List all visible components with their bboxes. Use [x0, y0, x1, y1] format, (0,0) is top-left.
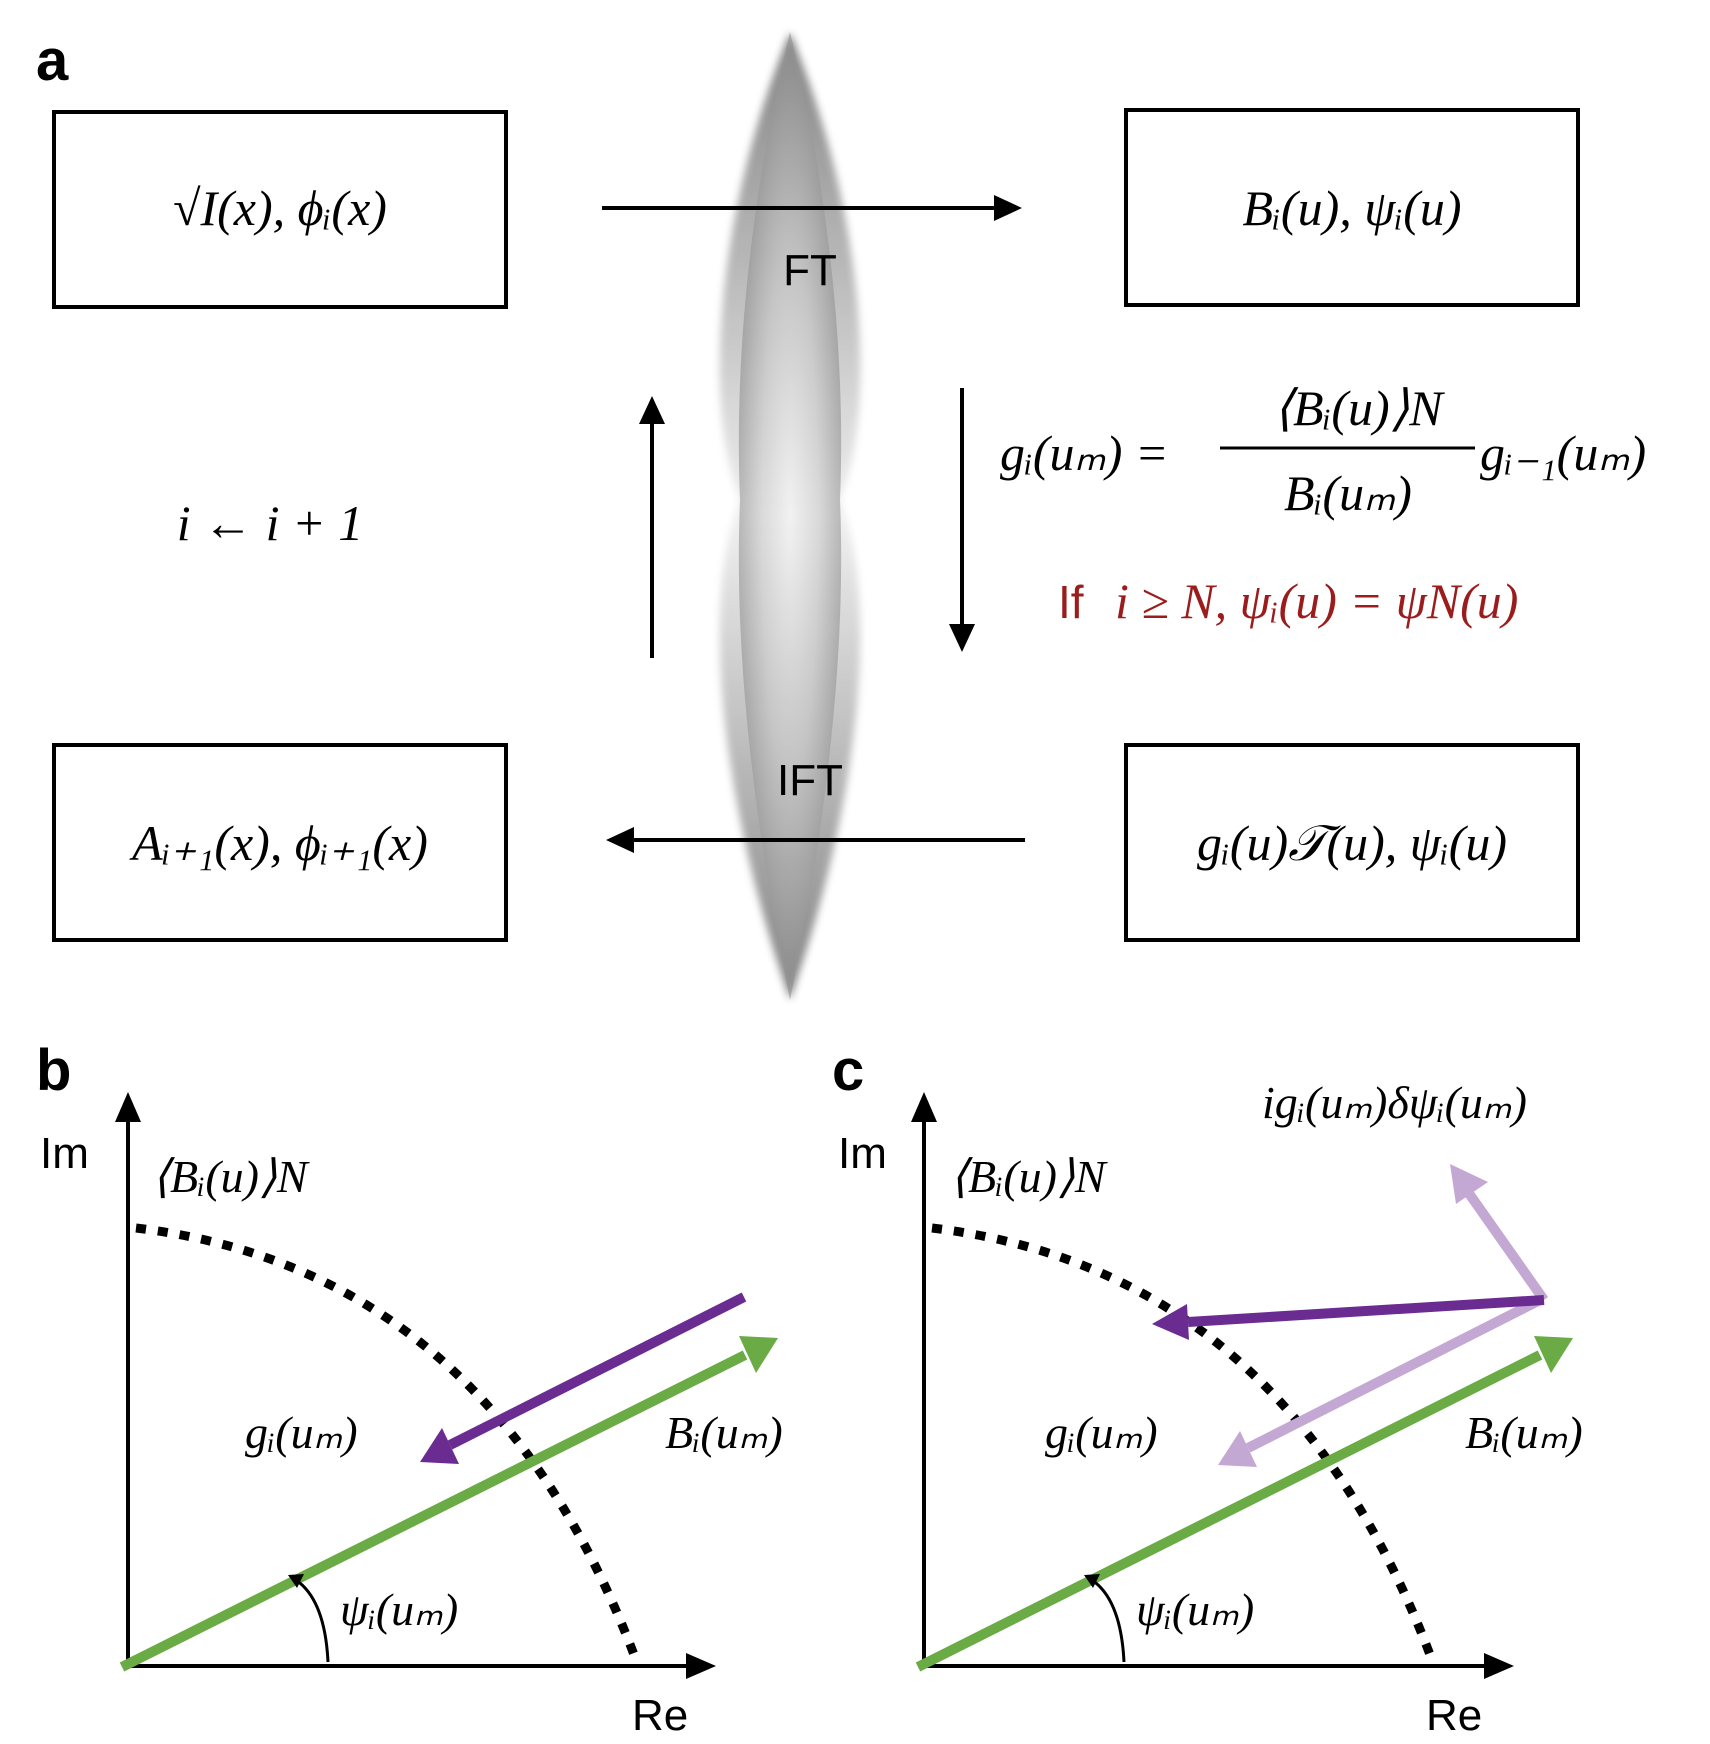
- panel-c-b-vector: [915, 1336, 1573, 1672]
- lens-ift-label: IFT: [777, 756, 843, 805]
- panel-c-im-label: Im: [838, 1129, 887, 1178]
- panel-c-axes: [911, 1092, 1514, 1679]
- panel-b-angle-label: ψᵢ(uₘ): [340, 1584, 458, 1635]
- panel-c-delta-vector: [1450, 1164, 1549, 1303]
- panel-label-b: b: [36, 1038, 71, 1103]
- panel-c-g-vector: [1152, 1295, 1545, 1340]
- box-fourier-plane: [1124, 108, 1580, 307]
- update-rhs: gᵢ₋₁(uₘ): [1480, 425, 1646, 481]
- box-fourier-plane-text: Bᵢ(u), ψᵢ(u): [1242, 180, 1461, 236]
- box-updated-object-text: Aᵢ₊₁(x), ϕᵢ₊₁(x): [129, 815, 428, 871]
- update-numerator: ⟨Bᵢ(u)⟩N: [1273, 380, 1445, 436]
- panel-b-b-vector: [119, 1336, 778, 1672]
- update-denominator: Bᵢ(uₘ): [1284, 465, 1412, 521]
- box-corrected-fourier-text: gᵢ(u)𝒯(u), ψᵢ(u): [1197, 815, 1507, 871]
- panel-b-b-label: Bᵢ(uₘ): [665, 1407, 783, 1458]
- panel-b-re-label: Re: [632, 1691, 688, 1740]
- lens-ft-label: FT: [783, 246, 837, 295]
- panel-b-im-label: Im: [40, 1129, 89, 1178]
- panel-c-re-label: Re: [1426, 1691, 1482, 1740]
- panel-b-angle-arc: [288, 1574, 330, 1663]
- arrow-ift: [606, 827, 1025, 853]
- arrow-down: [949, 388, 975, 652]
- panel-b-g-vector: [420, 1292, 747, 1464]
- panel-c-mean-circle: [931, 1223, 1437, 1662]
- box-updated-object: [52, 743, 508, 942]
- lens: [719, 32, 861, 1000]
- panel-b-g-label: gᵢ(uₘ): [245, 1407, 358, 1458]
- panel-label-c: c: [832, 1038, 864, 1103]
- iteration-label: i ← i + 1: [177, 495, 364, 551]
- update-lhs: gᵢ(uₘ) =: [1000, 425, 1169, 481]
- box-corrected-fourier: [1124, 743, 1580, 942]
- panel-b-axes: [115, 1092, 716, 1679]
- panel-c-b-label: Bᵢ(uₘ): [1465, 1407, 1583, 1458]
- panel-b-mean-circle: [135, 1223, 641, 1662]
- condition-prefix: If: [1058, 576, 1084, 628]
- box-object-plane: [52, 110, 508, 309]
- panel-label-a: a: [36, 28, 69, 93]
- condition-text: i ≥ N, ψᵢ(u) = ψN(u): [1115, 573, 1518, 629]
- panel-c-g-label: gᵢ(uₘ): [1045, 1407, 1158, 1458]
- panel-c-mean-label: ⟨Bᵢ(u)⟩N: [950, 1151, 1108, 1202]
- panel-c-angle-label: ψᵢ(uₘ): [1136, 1584, 1254, 1635]
- panel-c-g-vector-light: [1218, 1295, 1543, 1467]
- panel-b-mean-label: ⟨Bᵢ(u)⟩N: [152, 1151, 310, 1202]
- panel-c-angle-arc: [1084, 1574, 1126, 1663]
- panel-c-delta-label: igᵢ(uₘ)δψᵢ(uₘ): [1262, 1077, 1527, 1128]
- box-object-plane-text: √I(x), ϕᵢ(x): [173, 180, 387, 236]
- arrow-ft: [602, 195, 1022, 221]
- arrow-up: [639, 396, 665, 658]
